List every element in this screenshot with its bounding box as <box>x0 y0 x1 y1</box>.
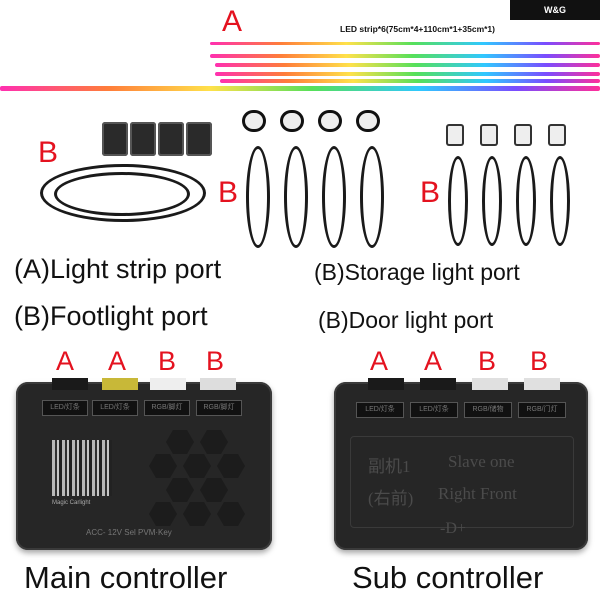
footlight-cable-coil <box>40 164 206 222</box>
sub-line1-cn: 副机1 <box>368 457 411 476</box>
sub-line2-en: Right Front <box>438 484 517 503</box>
strip-section-letter: A <box>222 5 243 38</box>
led-strip <box>210 42 600 45</box>
sub-port-label: RGB/门灯 <box>518 402 566 418</box>
brand-logo: W&G <box>510 0 600 20</box>
door-light <box>548 124 566 146</box>
storage-light <box>280 110 304 132</box>
hex-pattern <box>166 478 194 502</box>
sub-port-connector <box>368 378 404 390</box>
storage-light-letter: B <box>218 176 239 209</box>
main-port-label: RGB/脚灯 <box>196 400 242 416</box>
main-port-letter: A <box>56 346 75 376</box>
sub-port-letter: B <box>478 346 497 376</box>
caption-footlight-port: (B)Footlight port <box>14 301 208 331</box>
storage-cable <box>246 146 270 248</box>
main-port-connector <box>52 378 88 390</box>
door-cable <box>516 156 536 246</box>
sub-port-label: LED/灯条 <box>410 402 458 418</box>
hex-pattern <box>183 454 211 478</box>
footlight-letter: B <box>38 136 59 169</box>
door-cable <box>550 156 570 246</box>
door-light-group <box>440 120 580 246</box>
storage-cable <box>322 146 346 248</box>
main-port-letter: A <box>108 346 127 376</box>
storage-light <box>242 110 266 132</box>
strip-spec-label: LED strip*6(75cm*4+110cm*1+35cm*1) <box>340 24 495 34</box>
main-controller-box: LED/灯条 LED/灯条 RGB/脚灯 RGB/脚灯 Magic Carlig… <box>16 378 272 550</box>
main-port-letter: B <box>158 346 177 376</box>
caption-storage-light-port: (B)Storage light port <box>314 259 520 285</box>
door-light <box>446 124 464 146</box>
hex-pattern <box>217 502 245 526</box>
led-strip <box>215 72 600 76</box>
sub-port-connector <box>472 378 508 390</box>
footlight-module <box>158 122 184 156</box>
led-strip <box>220 79 600 83</box>
hex-pattern <box>149 502 177 526</box>
main-port-label: LED/灯条 <box>42 400 88 416</box>
sub-controller-title: Sub controller <box>352 560 544 595</box>
sub-port-letter: A <box>424 346 443 376</box>
sub-port-letter: B <box>530 346 549 376</box>
main-port-label: LED/灯条 <box>92 400 138 416</box>
storage-light-group <box>232 106 392 248</box>
storage-light <box>318 110 342 132</box>
sub-line1-en: Slave one <box>448 452 515 471</box>
sub-port-connector <box>420 378 456 390</box>
sub-line2-cn: (右前) <box>368 489 414 508</box>
storage-cable <box>360 146 384 248</box>
main-port-connector <box>200 378 236 390</box>
storage-cable <box>284 146 308 248</box>
footlight-module <box>130 122 156 156</box>
door-light-letter: B <box>420 176 441 209</box>
footlight-cable-coil <box>54 172 190 216</box>
door-light <box>480 124 498 146</box>
sub-bottom-port-text: -D+ <box>440 520 466 537</box>
main-bottom-port-text: ACC- 12V Sel PVM·Key <box>86 528 172 537</box>
footlight-module-group <box>30 118 212 238</box>
hex-pattern <box>200 478 228 502</box>
footlight-module <box>102 122 128 156</box>
sub-port-letter: A <box>370 346 389 376</box>
main-port-connector <box>102 378 138 390</box>
main-port-letter: B <box>206 346 225 376</box>
qr-code <box>52 440 112 496</box>
sub-port-label: RGB/储物 <box>464 402 512 418</box>
hex-pattern <box>217 454 245 478</box>
sub-port-connector <box>524 378 560 390</box>
caption-light-strip-port: (A)Light strip port <box>14 254 222 284</box>
hex-pattern <box>200 430 228 454</box>
caption-door-light-port: (B)Door light port <box>318 307 494 333</box>
door-cable <box>482 156 502 246</box>
sub-label-panel <box>350 436 574 528</box>
led-strip <box>215 63 600 67</box>
led-strip <box>210 54 600 58</box>
brand-logo-text: W&G <box>544 5 566 15</box>
main-controller-title: Main controller <box>24 560 228 595</box>
main-port-label: RGB/脚灯 <box>144 400 190 416</box>
footlight-module <box>186 122 212 156</box>
qr-caption: Magic Carlight <box>52 500 91 506</box>
sub-controller-box: LED/灯条 LED/灯条 RGB/储物 RGB/门灯 副机1 Slave on… <box>334 378 588 550</box>
door-cable <box>448 156 468 246</box>
storage-light <box>356 110 380 132</box>
led-strip <box>0 86 600 91</box>
hex-pattern <box>166 430 194 454</box>
hex-pattern <box>149 454 177 478</box>
door-light <box>514 124 532 146</box>
hex-pattern <box>183 502 211 526</box>
main-port-connector <box>150 378 186 390</box>
sub-port-label: LED/灯条 <box>356 402 404 418</box>
